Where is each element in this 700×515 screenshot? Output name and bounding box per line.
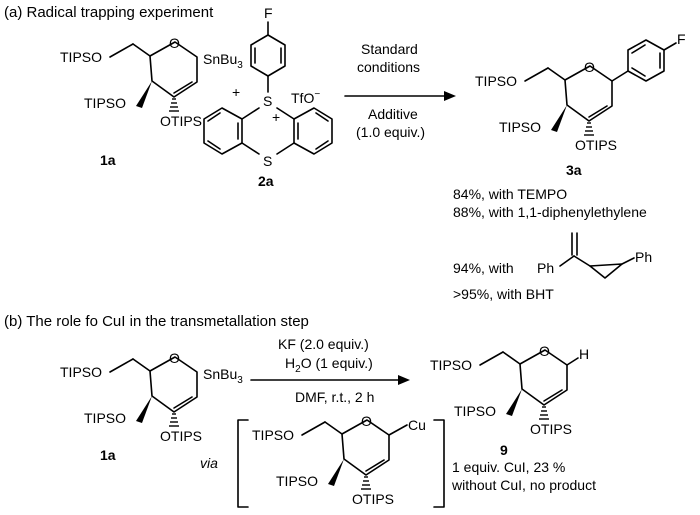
ring-oxygen-9: O <box>539 343 550 359</box>
tipso-label-3a: TIPSO <box>475 73 517 89</box>
ring-oxygen-1a-b: O <box>169 350 180 366</box>
arrow-a-condition-line1: Standard <box>361 41 418 57</box>
arrow-a-condition-line2: conditions <box>357 59 420 75</box>
sulfonium-charge: + <box>272 109 280 125</box>
copper-label: Cu <box>408 417 426 433</box>
cyclopropane-ph-left: Ph <box>537 260 554 276</box>
result-diphenylethylene: 88%, with 1,1-diphenylethylene <box>453 204 647 220</box>
compound-2a-structure: F S + S TfO− <box>203 5 333 169</box>
tipso-label-intermediate: TIPSO <box>252 427 294 443</box>
tipso-label-9-2: TIPSO <box>454 403 496 419</box>
tipso-label-intermediate-2: TIPSO <box>276 473 318 489</box>
compound-9-structure: O H TIPSO TIPSO OTIPS <box>430 343 589 437</box>
tributylstannyl-label-b: SnBu3 <box>203 366 243 386</box>
reaction-arrow-a-head <box>444 91 456 101</box>
tipso-label-1a-2: TIPSO <box>84 95 126 111</box>
left-bracket <box>237 419 249 508</box>
compound-1a-label: 1a <box>100 152 116 168</box>
section-a-title: (a) Radical trapping experiment <box>4 4 214 21</box>
compound-3a-label: 3a <box>566 162 582 178</box>
fluorine-label-2a: F <box>264 5 273 21</box>
arrow-b-reagent-kf: KF (2.0 equiv.) <box>278 336 369 352</box>
cyclopropane-adduct-structure: Ph Ph <box>537 232 652 279</box>
arrow-b-reagent-water: H2O (1 equiv.) <box>285 355 373 375</box>
triflate-label: TfO− <box>291 89 320 106</box>
thianthrene-sulfur: S <box>263 153 272 169</box>
via-label: via <box>200 455 218 471</box>
result-bht: >95%, with BHT <box>453 286 554 302</box>
plus-sign: + <box>232 84 240 100</box>
section-b-title: (b) The role fo CuI in the transmetallat… <box>4 313 309 330</box>
tributylstannyl-label: SnBu3 <box>203 51 243 71</box>
otips-label-9: OTIPS <box>530 421 572 437</box>
compound-2a-label: 2a <box>258 173 274 189</box>
otips-label-intermediate: OTIPS <box>352 491 394 507</box>
tipso-label-9: TIPSO <box>430 357 472 373</box>
compound-1a-structure-b: O SnBu3 TIPSO TIPSO OTIPS <box>60 350 243 444</box>
result-tempo: 84%, with TEMPO <box>453 186 567 202</box>
otips-label-1a-b: OTIPS <box>160 428 202 444</box>
arrow-a-additive-line2: (1.0 equiv.) <box>356 124 425 140</box>
otips-label-1a: OTIPS <box>160 113 202 129</box>
tipso-label-3a-2: TIPSO <box>499 119 541 135</box>
compound-1a-label-b: 1a <box>100 447 116 463</box>
tipso-label-1a: TIPSO <box>60 49 102 65</box>
result-without-cui: without CuI, no product <box>451 477 596 493</box>
ring-oxygen: O <box>169 35 180 51</box>
right-bracket <box>433 419 445 508</box>
compound-1a-structure: O SnBu3 TIPSO TIPSO OTIPS <box>60 35 243 129</box>
result-cyclopropane: 94%, with <box>453 260 514 276</box>
result-with-cui: 1 equiv. CuI, 23 % <box>452 459 565 475</box>
ring-oxygen-intermediate: O <box>361 413 372 429</box>
hydrogen-label: H <box>579 346 589 362</box>
fluorine-label-3a: F <box>677 31 686 47</box>
arrow-b-conditions: DMF, r.t., 2 h <box>295 389 374 405</box>
arrow-a-additive-line1: Additive <box>368 106 418 122</box>
compound-3a-structure: O F TIPSO TIPSO OTIPS <box>475 31 686 153</box>
tipso-label-1a-b-2: TIPSO <box>84 410 126 426</box>
ring-oxygen-3a: O <box>584 59 595 75</box>
sulfonium-sulfur: S <box>263 93 272 109</box>
otips-label-3a: OTIPS <box>575 137 617 153</box>
compound-9-label: 9 <box>500 442 508 458</box>
organocopper-intermediate-structure: O Cu TIPSO TIPSO OTIPS <box>252 413 426 507</box>
cyclopropane-ph-right: Ph <box>635 249 652 265</box>
tipso-label-1a-b: TIPSO <box>60 364 102 380</box>
reaction-arrow-b-head <box>398 375 410 385</box>
